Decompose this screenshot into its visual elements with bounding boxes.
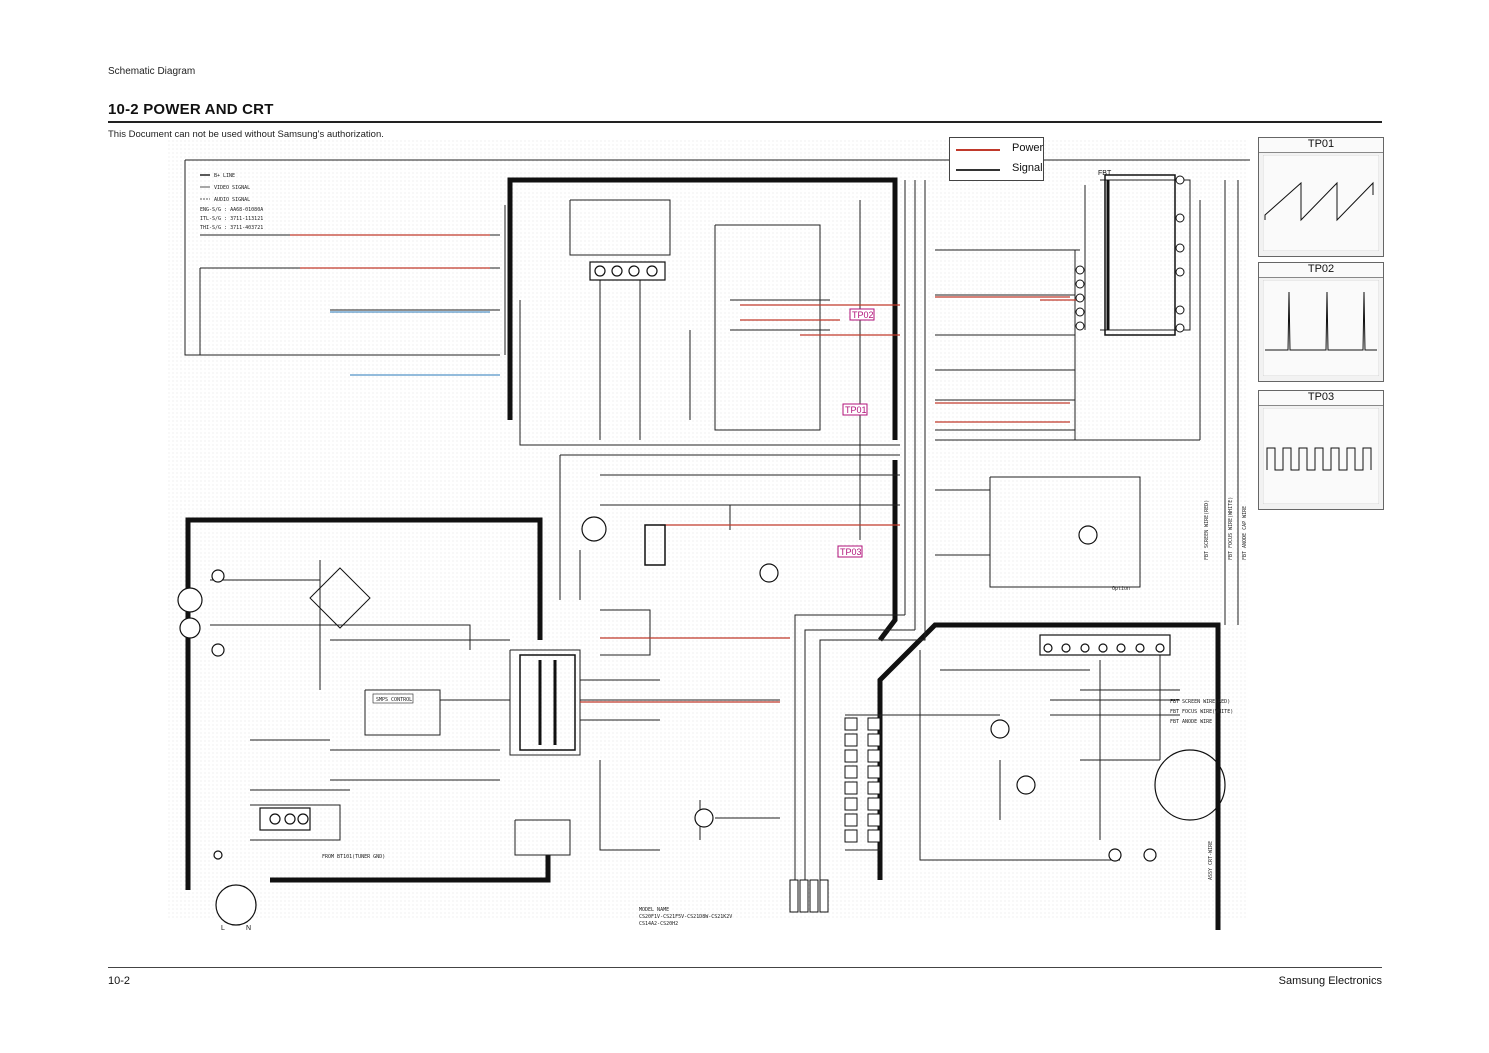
transformer-blocks bbox=[519, 174, 1176, 751]
fbt-screen-label: FBT SCREEN WIRE(RED) bbox=[1170, 699, 1230, 705]
key-video: VIDEO SIGNAL bbox=[214, 185, 250, 191]
model-label: MODEL NAME bbox=[639, 907, 669, 913]
fbt-focus-label: FBT FOCUS WIRE(WHITE) bbox=[1170, 709, 1233, 715]
legend-item-signal: Signal bbox=[956, 161, 1043, 179]
section-label: Schematic Diagram bbox=[108, 66, 196, 77]
part-code-itl: ITL-S/G : 3711-113121 bbox=[200, 216, 263, 222]
tp02-tag: TP02 bbox=[852, 310, 874, 320]
tp03-title: TP03 bbox=[1259, 391, 1383, 406]
legend-power-swatch bbox=[956, 149, 1000, 151]
footer-page-number: 10-2 bbox=[108, 975, 131, 987]
from-tuner-label: FROM BT101(TUNER GND) bbox=[322, 854, 385, 860]
fbt-anode-vertical: FBT ANODE CAP WIRE bbox=[1242, 506, 1248, 560]
fbt-label: FBT bbox=[1098, 170, 1112, 177]
blue-signal-lines bbox=[330, 311, 500, 376]
tp01-waveform bbox=[1263, 155, 1379, 251]
footer-rule bbox=[108, 967, 1382, 968]
footer-company: Samsung Electronics bbox=[1278, 975, 1382, 987]
part-code-thi: THI-S/G : 3711-403721 bbox=[200, 225, 263, 231]
components bbox=[177, 261, 1226, 926]
line-key: B+ LINE VIDEO SIGNAL AUDIO SIGNAL ENG-S/… bbox=[200, 173, 263, 231]
tp02-waveform-panel: TP02 bbox=[1258, 262, 1384, 382]
crt-wire-vertical: ASSY CRT-WIRE bbox=[1208, 841, 1214, 880]
tp01-waveform-panel: TP01 bbox=[1258, 137, 1384, 257]
tp02-title: TP02 bbox=[1259, 263, 1383, 278]
test-point-tags: TP02 TP01 TP03 bbox=[837, 308, 875, 558]
tp02-waveform bbox=[1263, 280, 1379, 376]
smps-control-label: SMPS CONTROL bbox=[376, 697, 412, 703]
tp01-title: TP01 bbox=[1259, 138, 1383, 153]
model-list-1: CS20F1V-CS21F5V-CS21D8W-CS21K2V bbox=[639, 914, 732, 920]
bridge-rectifier bbox=[309, 567, 371, 629]
tp03-waveform bbox=[1263, 408, 1379, 504]
model-list-2: CS14A2-CS20H2 bbox=[639, 921, 678, 927]
key-audio: AUDIO SIGNAL bbox=[214, 197, 250, 203]
key-bplus: B+ LINE bbox=[214, 173, 235, 179]
power-lines bbox=[290, 234, 1080, 703]
legend-power-label: Power bbox=[1012, 142, 1044, 154]
plug-n-label: N bbox=[246, 925, 251, 932]
authorization-notice: This Document can not be used without Sa… bbox=[108, 129, 384, 140]
legend-signal-label: Signal bbox=[1012, 162, 1043, 174]
part-code-eng: ENG-S/G : AA68-01080A bbox=[200, 207, 263, 213]
tp03-tag: TP03 bbox=[840, 547, 862, 557]
fbt-anode-label: FBT ANODE WIRE bbox=[1170, 719, 1212, 725]
fbt-focus-vertical: FBT FOCUS WIRE(WHITE) bbox=[1228, 497, 1234, 560]
plug-l-label: L bbox=[221, 925, 225, 932]
fbt-screen-vertical: FBT SCREEN WIRE(RED) bbox=[1204, 500, 1210, 560]
title-rule bbox=[108, 121, 1382, 123]
legend-item-power: Power bbox=[956, 141, 1044, 159]
connector-pins bbox=[789, 175, 1185, 913]
tp03-waveform-panel: TP03 bbox=[1258, 390, 1384, 510]
page-title: 10-2 POWER AND CRT bbox=[108, 101, 274, 118]
legend-signal-swatch bbox=[956, 169, 1000, 171]
legend: Power Signal bbox=[949, 137, 1044, 181]
option-label: Option bbox=[1112, 586, 1130, 592]
tp01-tag: TP01 bbox=[845, 405, 867, 415]
schematic-labels: FBT FROM BT101(TUNER GND) SMPS CONTROL O… bbox=[221, 170, 1248, 932]
